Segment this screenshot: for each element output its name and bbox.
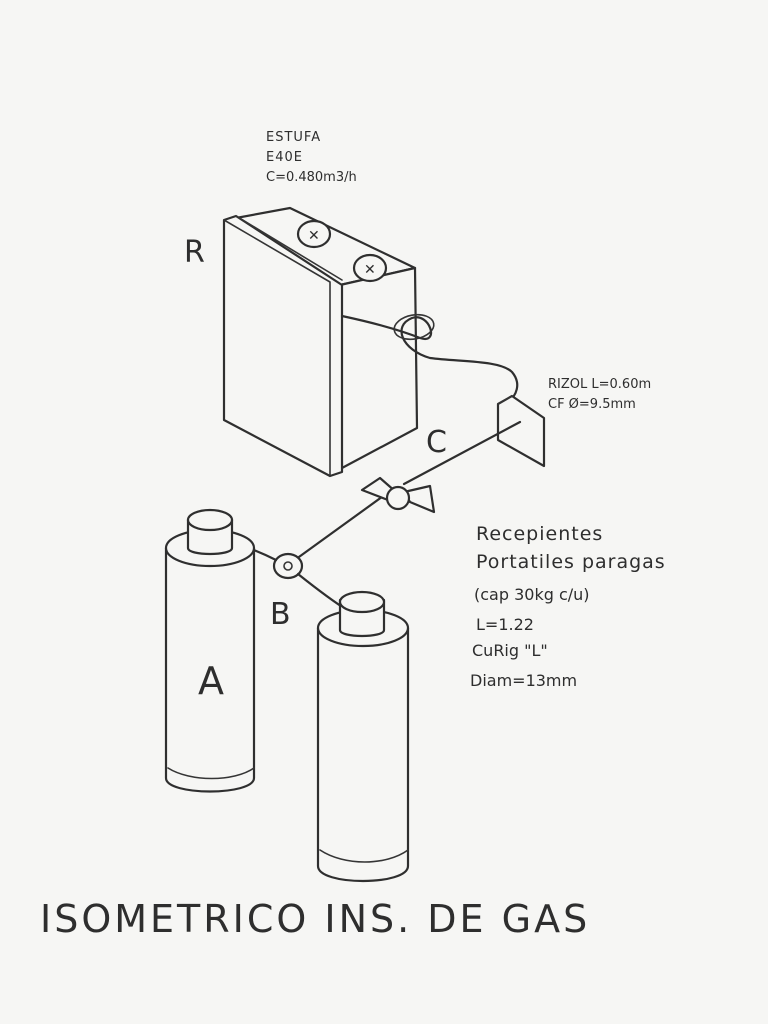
tanks-note-line-1: Recepientes [476,523,603,545]
stove-label: ESTUFA E40E C=0.480m3/h [266,130,357,185]
burner-2-icon: ✕ [364,262,376,278]
stove-front-edge [223,219,331,477]
tanks-note-line-3: (cap 30kg c/u) [474,585,590,604]
stove-panel-edge [235,215,343,281]
tanks-note-line-6: Diam=13mm [470,671,577,690]
main-pipe-lower [290,492,388,564]
diagram-title: ISOMETRICO INS. DE GAS [40,897,590,941]
burner-1: ✕ [296,219,332,249]
label-b: B [270,597,291,632]
stove-model: E40E [266,150,303,165]
tank-b [316,590,410,883]
tanks-note: Recepientes Portatiles paragas (cap 30kg… [470,523,666,690]
pipe-spec-line-1: RIZOL L=0.60m [548,377,651,392]
burner-2: ✕ [352,253,388,283]
valve-body [385,485,411,511]
burner-1-icon: ✕ [308,228,320,244]
tanks-note-line-2: Portatiles paragas [476,551,666,573]
valve [360,476,436,514]
stove: ✕ ✕ [222,206,419,478]
tanks-note-line-4: L=1.22 [476,615,534,634]
label-c: C [426,425,447,460]
tee-fitting [272,552,304,580]
hose-loop [393,313,435,341]
stove-name: ESTUFA [266,130,321,145]
main-pipe-upper [402,420,522,486]
pipe-spec: RIZOL L=0.60m CF Ø=9.5mm [548,377,651,412]
stove-consumption: C=0.480m3/h [266,170,357,185]
pipe-spec-line-2: CF Ø=9.5mm [548,397,636,412]
tanks-note-line-5: CuRig "L" [472,641,548,660]
flex-hose [340,314,519,404]
label-a: A [198,659,224,703]
label-r: R [184,235,205,270]
tank-a [164,508,256,793]
stove-side [338,266,419,470]
